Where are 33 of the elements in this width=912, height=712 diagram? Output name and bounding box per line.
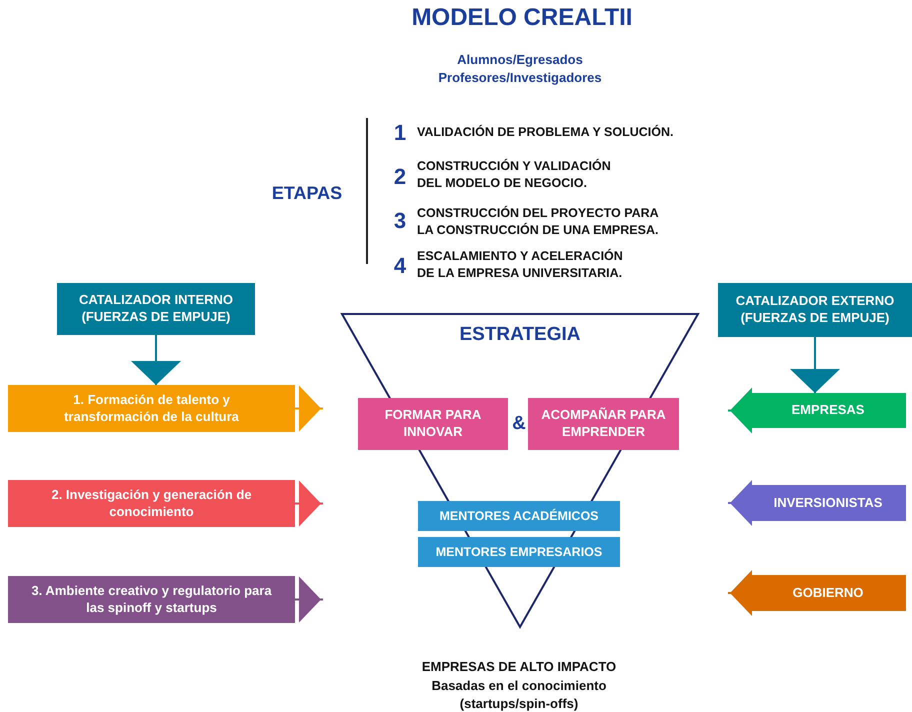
ampersand: & (511, 412, 527, 436)
category-banner: 3. Ambiente creativo y regulatorio para las spinoff y startups (8, 576, 295, 623)
step-text: ESCALAMIENTO Y ACELERACIÓN DE LA EMPRESA UNIVERSITARIA. (417, 248, 624, 282)
step-text: CONSTRUCCIÓN DEL PROYECTO PARA LA CONSTRUCCIÓN DE UNA EMPRESA. (417, 205, 660, 239)
step-number: 4 (392, 252, 408, 280)
category-banner: INVERSIONISTAS (750, 485, 906, 521)
title: MODELO CREALTII (410, 4, 634, 32)
arrow (131, 335, 181, 385)
arrow (295, 576, 323, 622)
step-number: 1 (392, 119, 408, 147)
outcome-text: (startups/spin-offs) (458, 695, 580, 712)
step-number: 2 (392, 163, 408, 191)
arrow (295, 386, 323, 432)
category-banner: GOBIERNO (750, 575, 906, 611)
section-heading: ETAPAS (270, 182, 344, 205)
category-banner: 2. Investigación y generación de conocimiento (8, 480, 295, 527)
step-number: 3 (392, 207, 408, 235)
step-text: CONSTRUCCIÓN Y VALIDACIÓN DEL MODELO DE NEGOCIO. (417, 158, 612, 192)
catalyst-box: CATALIZADOR EXTERNO (FUERZAS DE EMPUJE) (718, 283, 912, 337)
outcome-text: Basadas en el conocimiento (430, 677, 608, 695)
step-text: VALIDACIÓN DE PROBLEMA Y SOLUCIÓN. (417, 124, 675, 141)
category-banner: EMPRESAS (750, 393, 906, 428)
audience-text: Alumnos/Egresados (456, 51, 584, 69)
arrow (728, 388, 752, 434)
audience-text: Profesores/Investigadores (437, 69, 603, 87)
catalyst-box: CATALIZADOR INTERNO (FUERZAS DE EMPUJE) (57, 283, 255, 335)
outcome-text: EMPRESAS DE ALTO IMPACTO (420, 658, 618, 676)
arrow (790, 337, 840, 393)
category-banner: 1. Formación de talento y transformación de la cultura (8, 385, 295, 432)
arrow (728, 570, 752, 616)
section-heading: ESTRATEGIA (458, 324, 582, 346)
arrow (728, 480, 752, 526)
arrow (295, 480, 323, 526)
